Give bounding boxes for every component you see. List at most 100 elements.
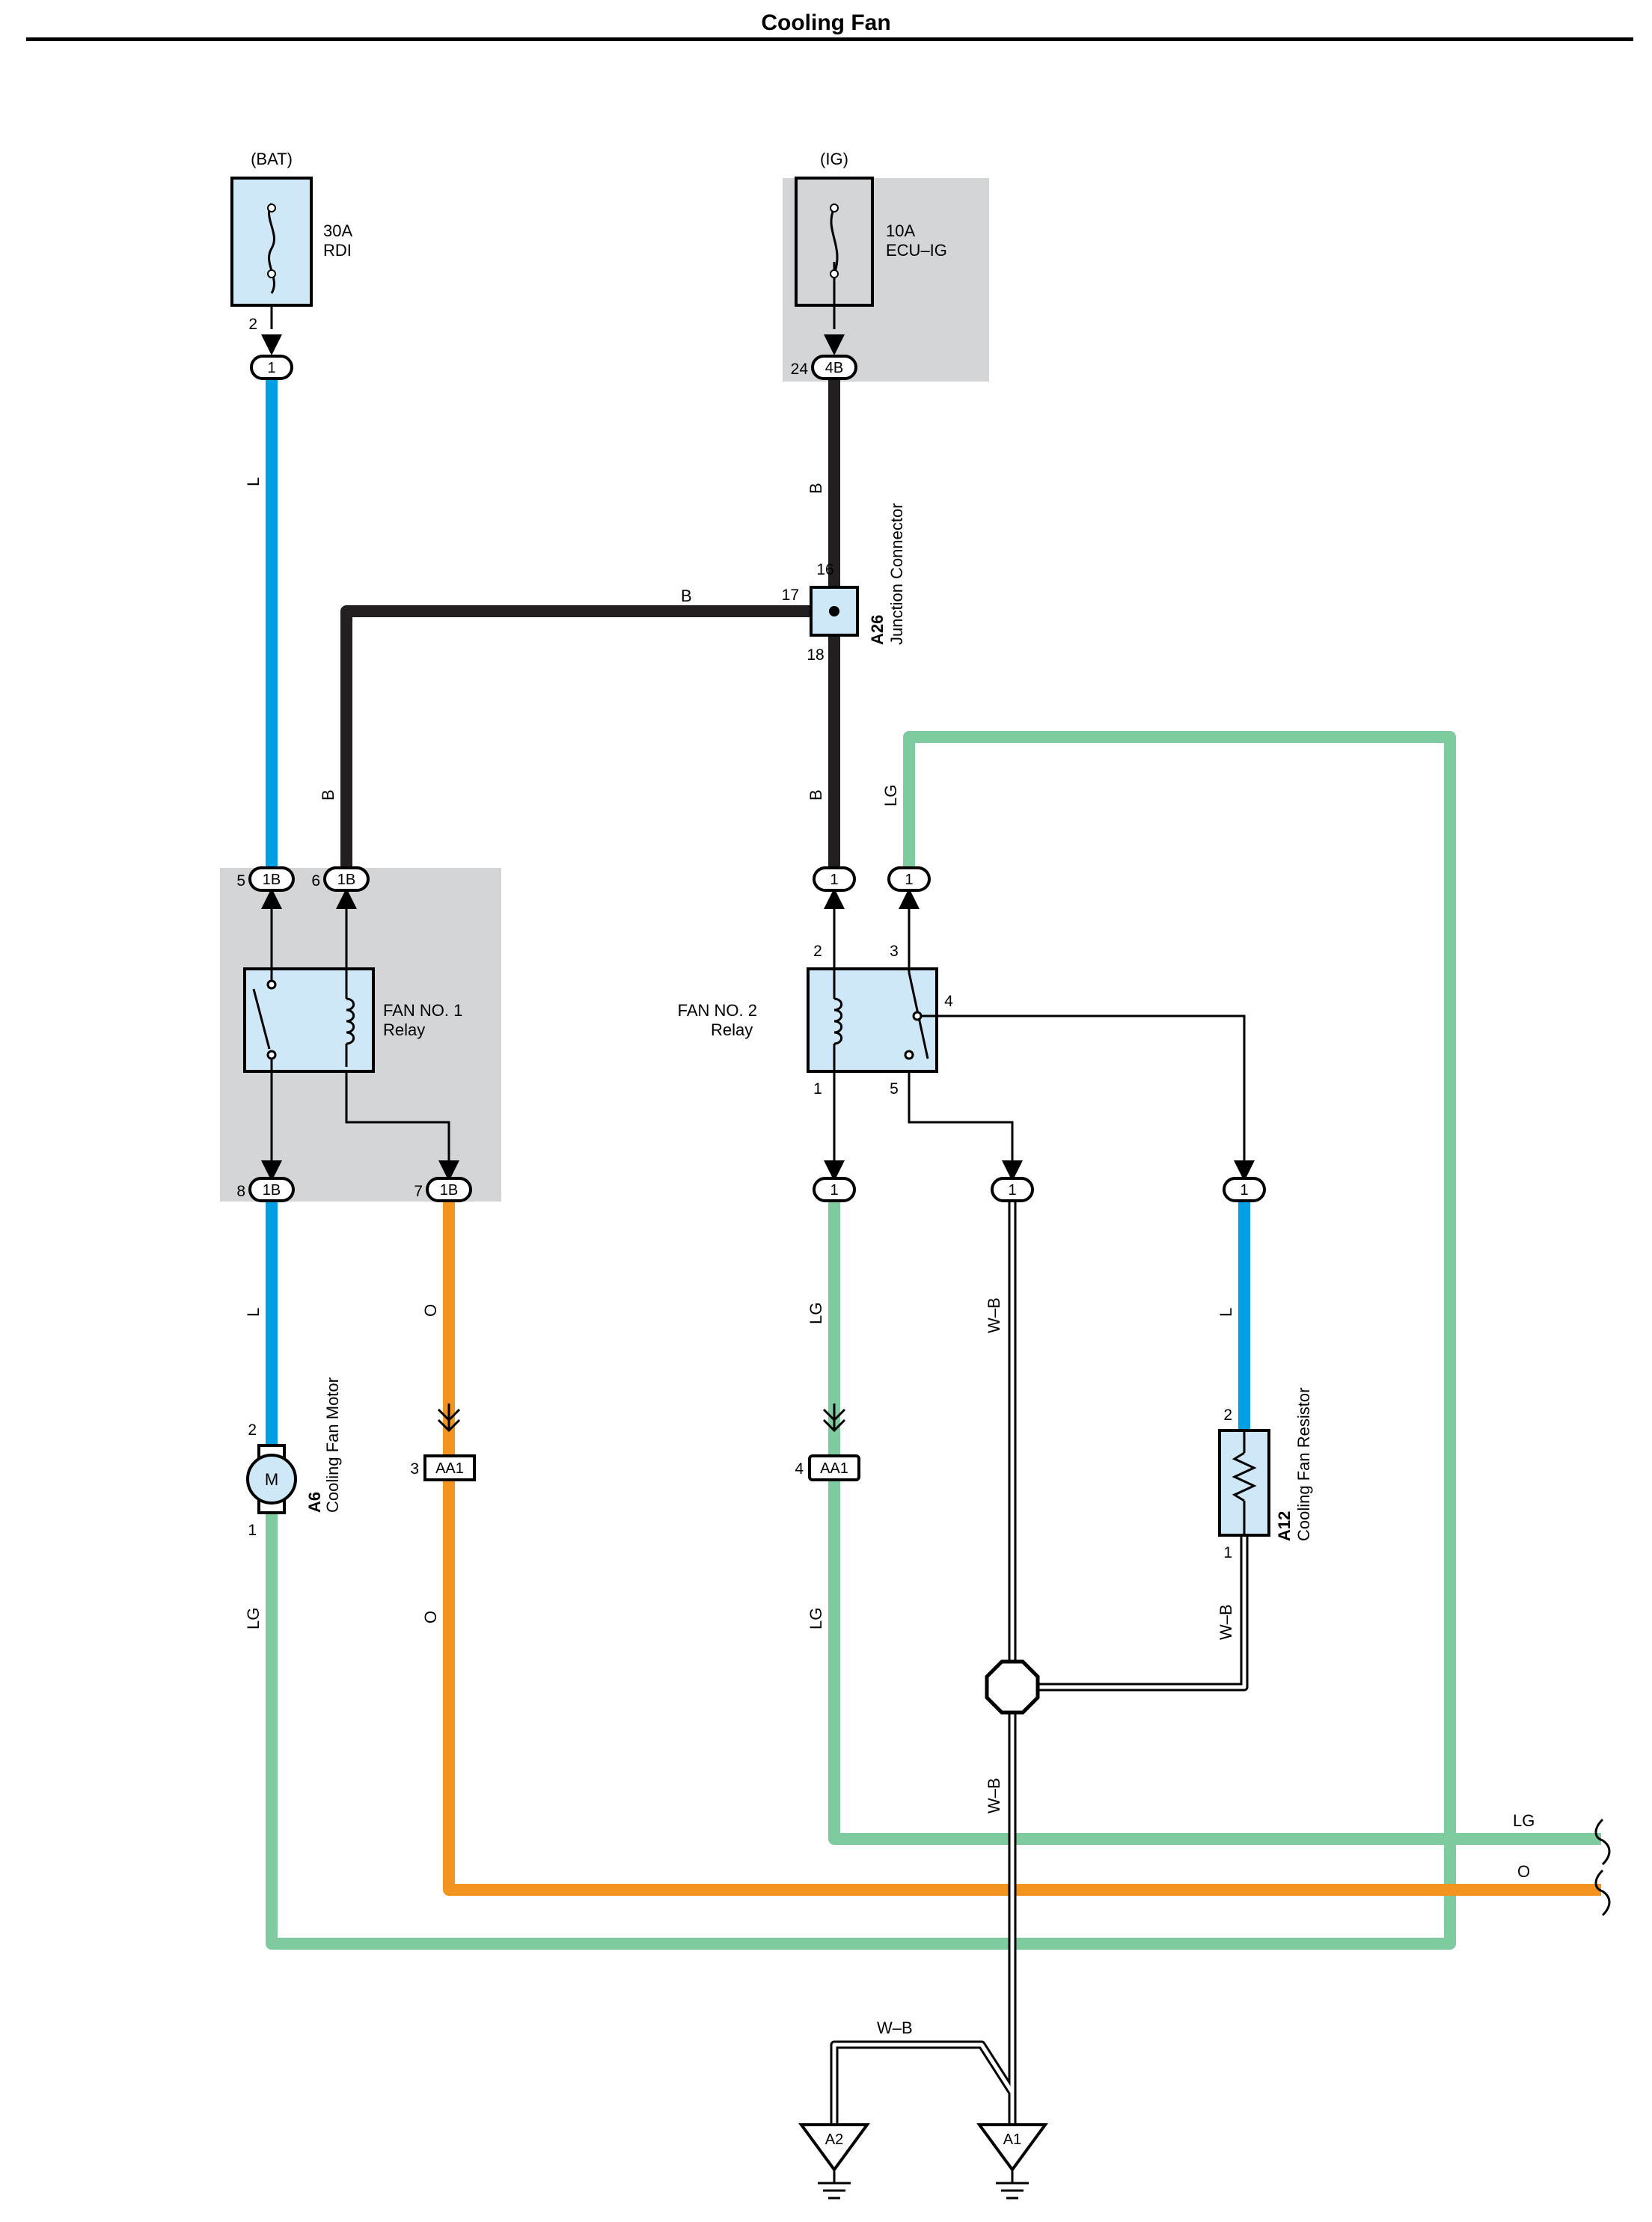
pin-label: 4 [795,1460,804,1478]
fuse-rdi-rating: 30A [323,221,352,240]
motor-name: Cooling Fan Motor [323,1377,342,1513]
wire-B-junction-to-relay1 [340,605,816,874]
fuse-ecuig-element [830,207,839,275]
pin-label: 5 [236,872,245,890]
wire-label-WB: W–B [985,1778,1003,1814]
pin-label: 2 [1223,1407,1232,1424]
relay2-pin5-line [908,1062,1014,1161]
svg-text:1B: 1B [440,1182,458,1199]
connector-1b-pin5: 1B [248,866,295,892]
wire-label-LG: LG [807,1608,825,1629]
connector-ig-4b: 4B [811,355,857,380]
connector-relay2-top-right: 1 [887,866,931,892]
fuse-rdi [230,177,313,307]
relay2-coil [833,997,843,1045]
pin-label: 1 [1223,1544,1232,1561]
pin-label: 2 [813,943,822,960]
svg-text:A1: A1 [1003,2131,1021,2148]
relay1-coil-to-pin7 [345,1067,450,1161]
pin-label: 1 [248,1522,257,1539]
wire-label-B: B [807,789,825,801]
svg-text:AA1: AA1 [435,1460,464,1477]
wire-label-LG: LG [244,1608,263,1629]
connector-1b-pin7: 1B [426,1177,472,1202]
fan2-relay-line1: FAN NO. 2 [678,1001,757,1020]
resistor-name: Cooling Fan Resistor [1294,1388,1313,1541]
wire-LG-relay2-to-edge [828,1197,1601,1845]
ig-source-label: (IG) [820,150,848,168]
relay1-switch-blade [252,988,271,1050]
resistor-zigzag [1232,1451,1257,1502]
title-rule [26,37,1633,41]
connector-relay2-top-left: 1 [813,866,856,892]
pin-label: 2 [248,1421,257,1439]
junction-name: Junction Connector [887,503,906,645]
wire-label-O: O [421,1304,440,1317]
pin-label: 17 [782,587,799,604]
wire-WB-ground-a2 [830,2040,1016,2125]
cooling-fan-motor [246,1454,297,1505]
wire-O-relay1-to-edge [443,1197,1601,1896]
page-title: Cooling Fan [761,10,890,35]
pin-label: 6 [311,872,320,890]
resistor-code: A12 [1275,1511,1294,1541]
chevrons [437,1408,846,1433]
pin-label: 2 [248,316,257,333]
motor-symbol: M [265,1470,278,1489]
wire-WB-resistor [1028,1534,1249,1692]
pin-label: 7 [414,1183,423,1200]
ig-fuse-block-shade [783,178,989,382]
pin-label: 18 [807,646,824,664]
wire-LG-relay2-loop-to-motor [266,731,1456,1950]
relay2-pin4-to-resistor [935,1014,1246,1161]
fuse-ecu-ig [795,177,874,307]
svg-text:4B: 4B [825,360,843,376]
fan1-relay-line2: Relay [383,1020,425,1039]
relay1-coil [346,997,355,1045]
pin-label: 24 [791,361,809,378]
motor-code: A6 [305,1492,324,1513]
bat-source-label: (BAT) [251,150,293,168]
wire-continuation-LG [1594,1818,1611,1866]
pin-label: 4 [944,993,953,1010]
wire-label-WB: W–B [985,1297,1003,1333]
pin-label: 5 [890,1080,899,1098]
fan1-relay-line1: FAN NO. 1 [383,1001,462,1020]
wire-label-L: L [244,1308,263,1317]
wire-label-LG: LG [881,785,900,807]
connector-wb: 1 [991,1177,1034,1202]
svg-text:1: 1 [830,872,838,888]
connector-aa1-pin3: AA1 [423,1454,476,1481]
svg-text:1: 1 [905,872,913,888]
svg-text:1B: 1B [263,872,281,888]
pin-label: 16 [816,561,833,578]
svg-text:1B: 1B [337,872,355,888]
svg-text:1B: 1B [263,1182,281,1199]
wire-label-B: B [807,483,825,494]
wire-label-L: L [244,477,263,486]
ground-a1: A1 [976,2123,1048,2200]
wire-label-B: B [681,587,692,605]
ground-splice-point [985,1659,1040,1715]
fuse-ecuig-rating: 10A [886,221,915,240]
svg-text:1: 1 [267,360,275,376]
fuse-rdi-name: RDI [323,241,352,260]
connector-1b-pin8: 1B [248,1177,295,1202]
connector-1b-pin6: 1B [323,866,370,892]
svg-text:AA1: AA1 [820,1460,848,1477]
connector-aa1-pin4: AA1 [808,1454,860,1481]
wire-label-WB: W–B [877,2019,913,2037]
wire-label-B: B [319,789,337,801]
connector-bat-1: 1 [250,355,293,380]
svg-text:1: 1 [1240,1182,1248,1199]
arrowheads [261,334,1255,1181]
ground-a2: A2 [798,2123,870,2200]
wire-label-WB: W–B [1217,1604,1235,1640]
wire-label-LG: LG [807,1303,825,1324]
fan2-relay-line2: Relay [711,1020,753,1039]
fuse-ecuig-name: ECU–IG [886,241,947,260]
wire-label-O: O [421,1611,440,1623]
svg-text:1: 1 [830,1182,838,1199]
wire-label-LG: LG [1513,1811,1535,1830]
